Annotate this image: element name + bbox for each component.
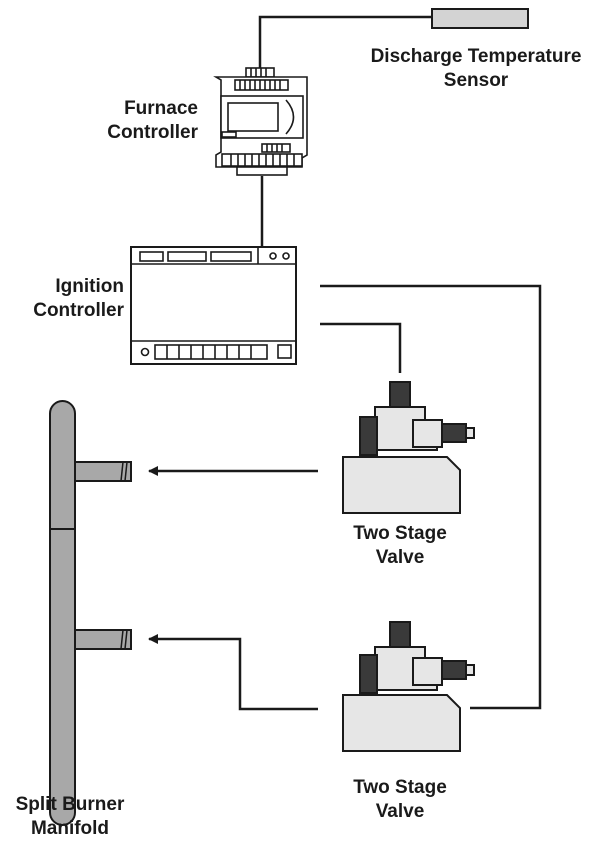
split-burner-manifold <box>49 400 132 826</box>
furnace-controller-device <box>213 67 308 176</box>
manifold-label-line-1: Split Burner <box>15 794 125 815</box>
sensor-wire <box>258 15 432 68</box>
ignition-controller-label-line-1: Ignition <box>55 276 124 297</box>
two-stage-valve-upper <box>342 381 475 514</box>
sensor-label: Discharge Temperature Sensor <box>340 45 612 93</box>
ignition-controller-label: Ignition Controller <box>2 275 124 323</box>
two-stage-valve-lower <box>342 621 475 752</box>
lower-valve-wire <box>320 284 542 710</box>
lower-valve-label: Two Stage Valve <box>320 776 480 824</box>
sensor-label-line-1: Discharge Temperature <box>370 46 582 67</box>
upper-valve-label-line-2: Valve <box>375 547 425 568</box>
sensor-label-line-2: Sensor <box>443 70 509 91</box>
furnace-controller-label: Furnace Controller <box>90 97 198 145</box>
lower-valve-label-line-1: Two Stage <box>353 777 447 798</box>
discharge-temperature-sensor <box>431 8 529 29</box>
upper-valve-wire <box>320 322 402 373</box>
ignition-controller-device <box>130 246 297 365</box>
upper-valve-label-line-1: Two Stage <box>353 523 447 544</box>
lower-valve-label-line-2: Valve <box>375 801 425 822</box>
furnace-controller-label-line-1: Furnace <box>124 98 198 119</box>
manifold-label: Split Burner Manifold <box>0 793 140 841</box>
furnace-controller-label-line-2: Controller <box>107 122 198 143</box>
lower-gas-flow-arrow <box>148 634 318 711</box>
upper-valve-label: Two Stage Valve <box>320 522 480 570</box>
ignition-controller-label-line-2: Controller <box>33 300 124 321</box>
manifold-label-line-2: Manifold <box>30 818 110 839</box>
